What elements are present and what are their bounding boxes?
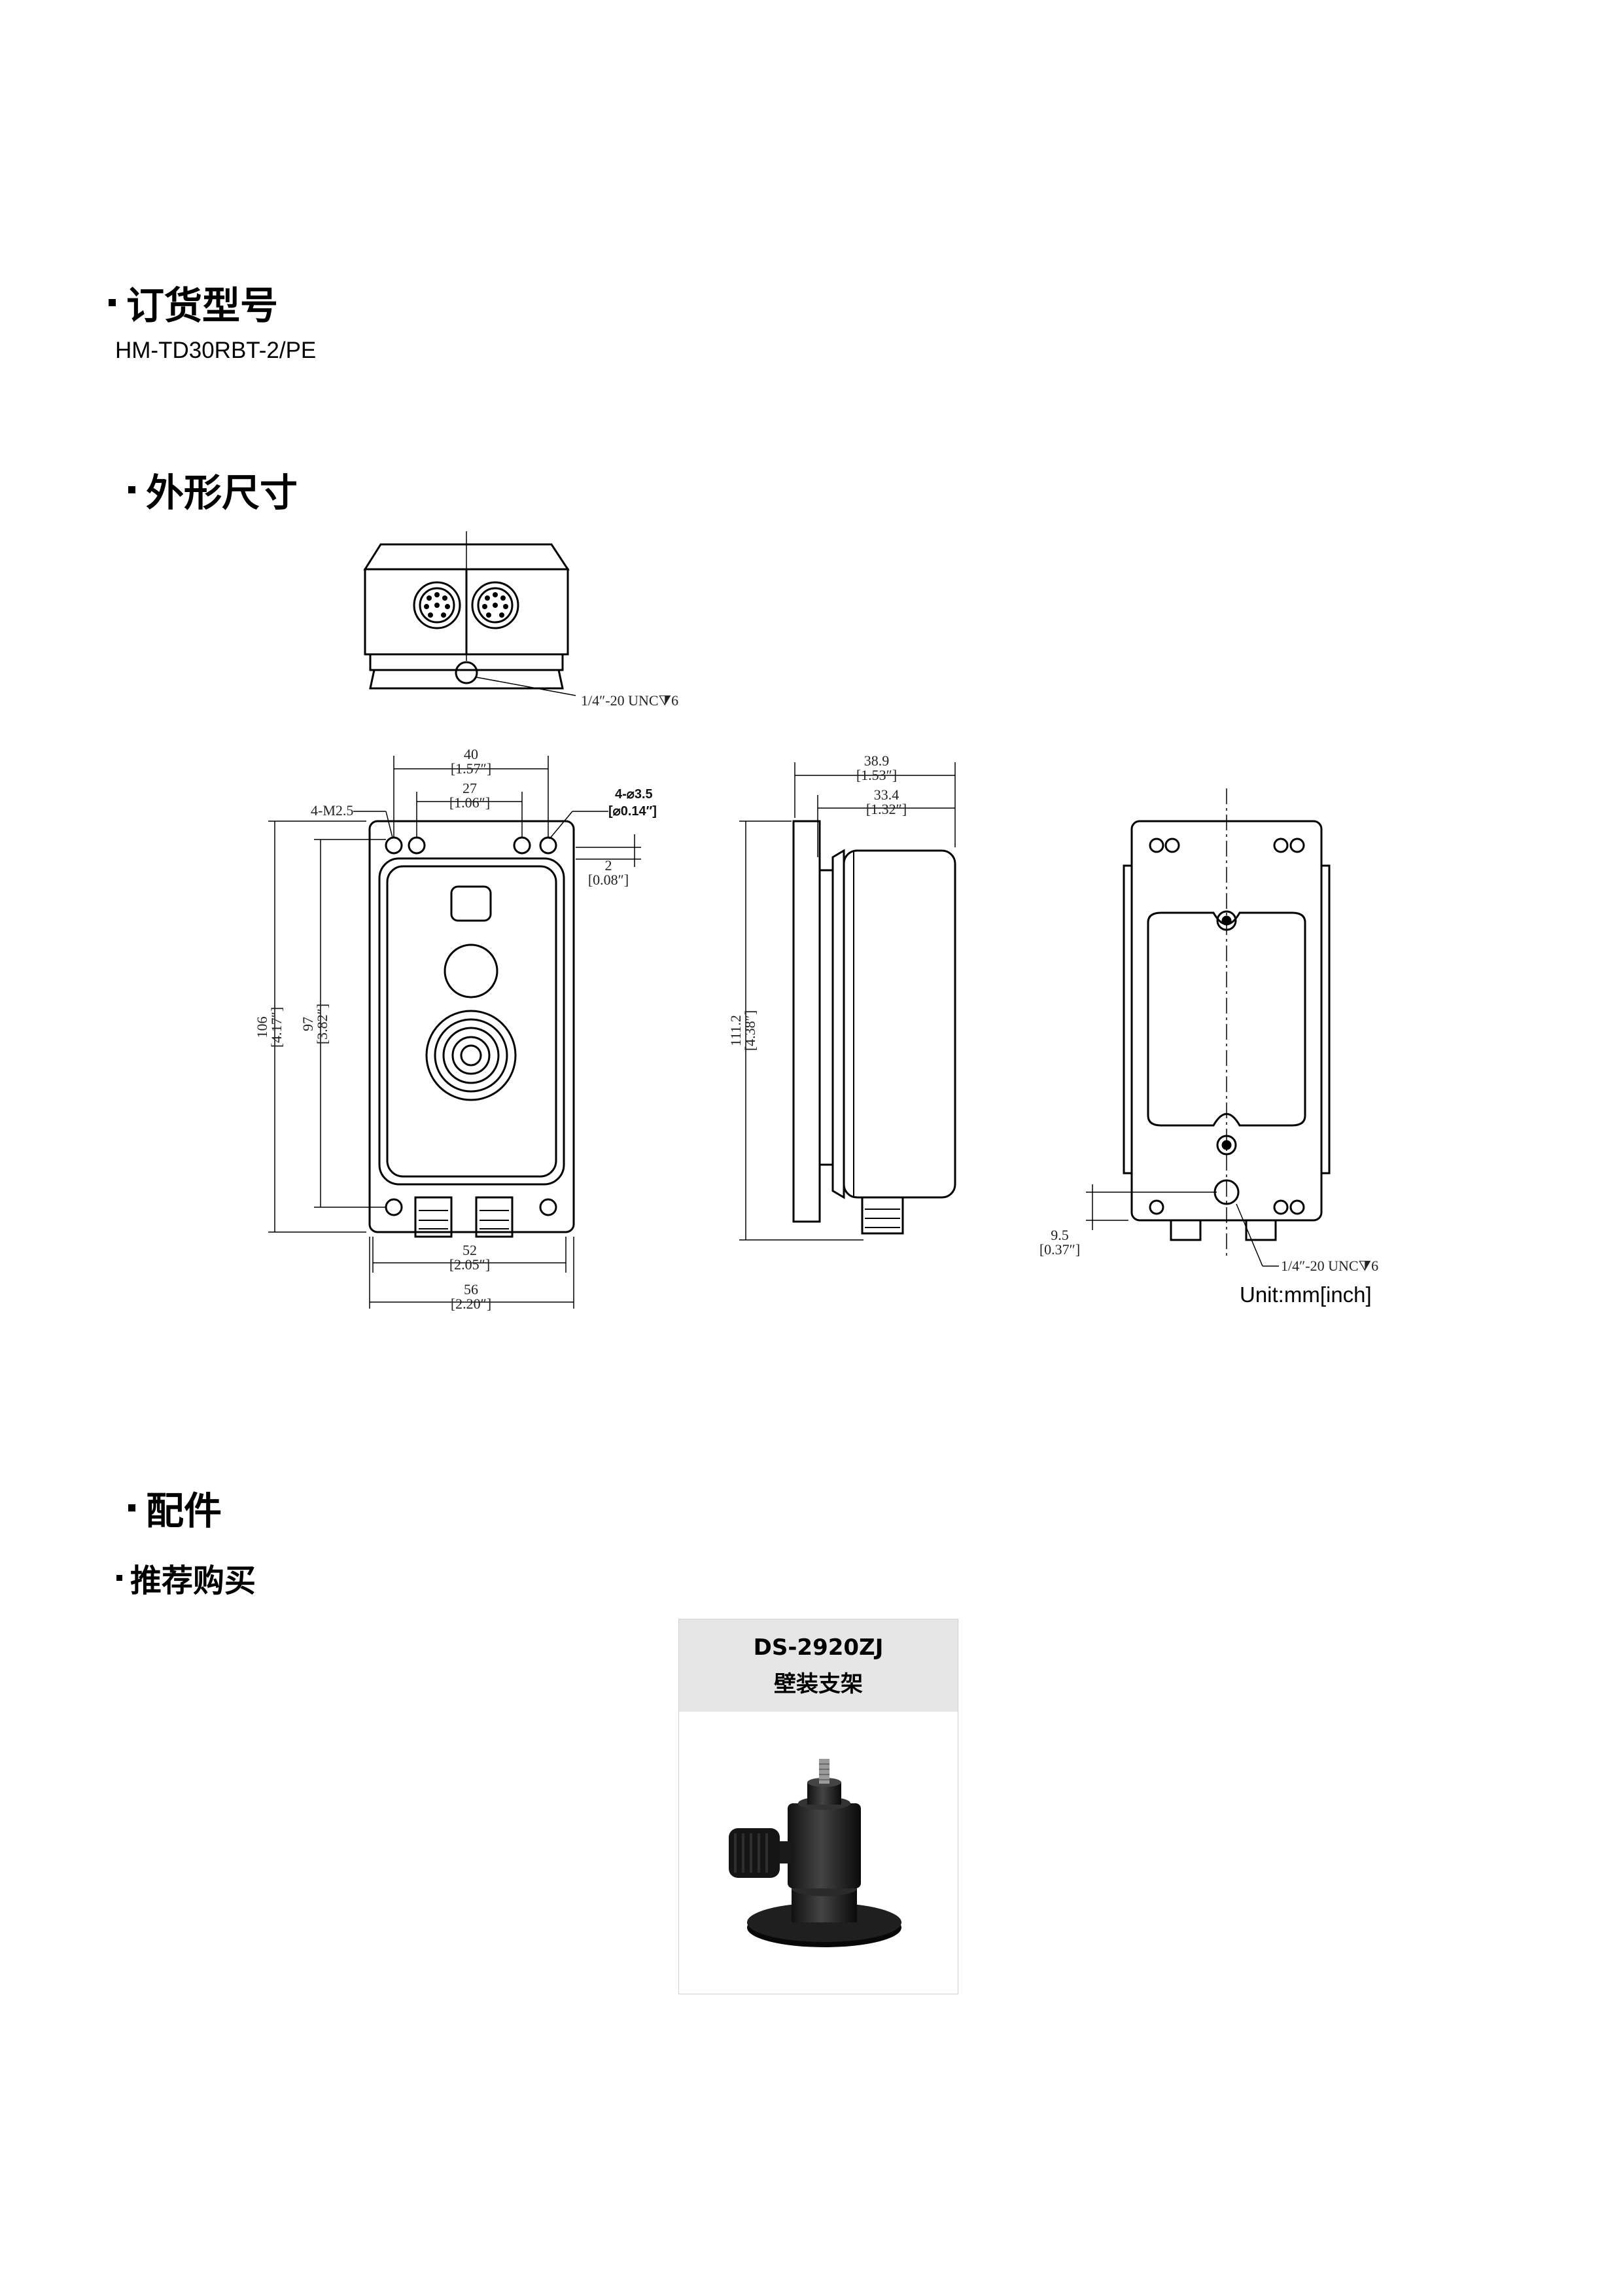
bullet-icon [116,1574,122,1581]
dim-95: 9.5 [1051,1227,1069,1243]
dimensions-title: 外形尺寸 [146,470,298,515]
dim-97-in: [3.82″] [314,1004,330,1044]
bullet-icon [128,486,135,493]
dim-112: 111.2 [727,1015,744,1046]
dim-52: 52 [462,1242,477,1258]
dim-112-in: [4.38″] [742,1010,758,1051]
dim-56-in: [2.20″] [451,1296,491,1312]
dim-m25: 4-M2.5 [311,802,353,819]
recommended-title: 推荐购买 [130,1563,256,1599]
accessories-heading: 配件 [128,1480,222,1535]
dim-40: 40 [464,746,478,762]
wall-mount-bracket-icon [729,1759,901,1947]
dim-56: 56 [464,1281,478,1298]
model-number: HM-TD30RBT-2/PE [115,338,317,363]
dim-27-in: [1.06″] [449,794,490,811]
dimensions-heading: 外形尺寸 [128,462,298,517]
dim-40-in: [1.57″] [451,760,491,777]
front-view [268,756,641,1309]
dim-95-in: [0.37″] [1039,1241,1080,1258]
dim-97: 97 [300,1017,316,1031]
dim-hole: 4-⌀3.5 [615,787,653,802]
dim-hole-in: [⌀0.14″] [608,804,657,819]
dim-52-in: [2.05″] [449,1256,490,1273]
dim-389: 38.9 [864,752,890,769]
thread-label-top: 1/4″-20 UNC⧩6 [581,692,678,709]
dim-2-in: [0.08″] [588,872,629,888]
dim-334-in: [1.32″] [866,801,907,817]
back-view [1086,788,1331,1267]
top-view [363,531,576,696]
dim-106: 106 [254,1017,270,1038]
dim-27: 27 [462,780,477,796]
bullet-icon [128,1504,135,1511]
dim-334: 33.4 [874,786,899,803]
accessory-model: DS-2920ZJ [753,1634,884,1661]
dim-106-in: [4.17″] [268,1007,285,1048]
accessory-name: 壁装支架 [774,1670,863,1697]
ordering-heading: 订货型号 [109,275,278,330]
thread-label-back: 1/4″-20 UNC⧩6 [1281,1258,1378,1274]
accessories-title: 配件 [146,1489,222,1533]
unit-label: Unit:mm[inch] [1240,1282,1372,1307]
dim-2: 2 [605,857,612,874]
ordering-title: 订货型号 [126,283,279,328]
bullet-icon [109,298,116,306]
side-view [739,762,956,1241]
accessory-card-header: DS-2920ZJ 壁装支架 [679,1619,958,1712]
recommended-heading: 推荐购买 [116,1555,256,1600]
dim-389-in: [1.53″] [856,767,897,783]
accessory-card[interactable]: DS-2920ZJ 壁装支架 [678,1619,958,1994]
